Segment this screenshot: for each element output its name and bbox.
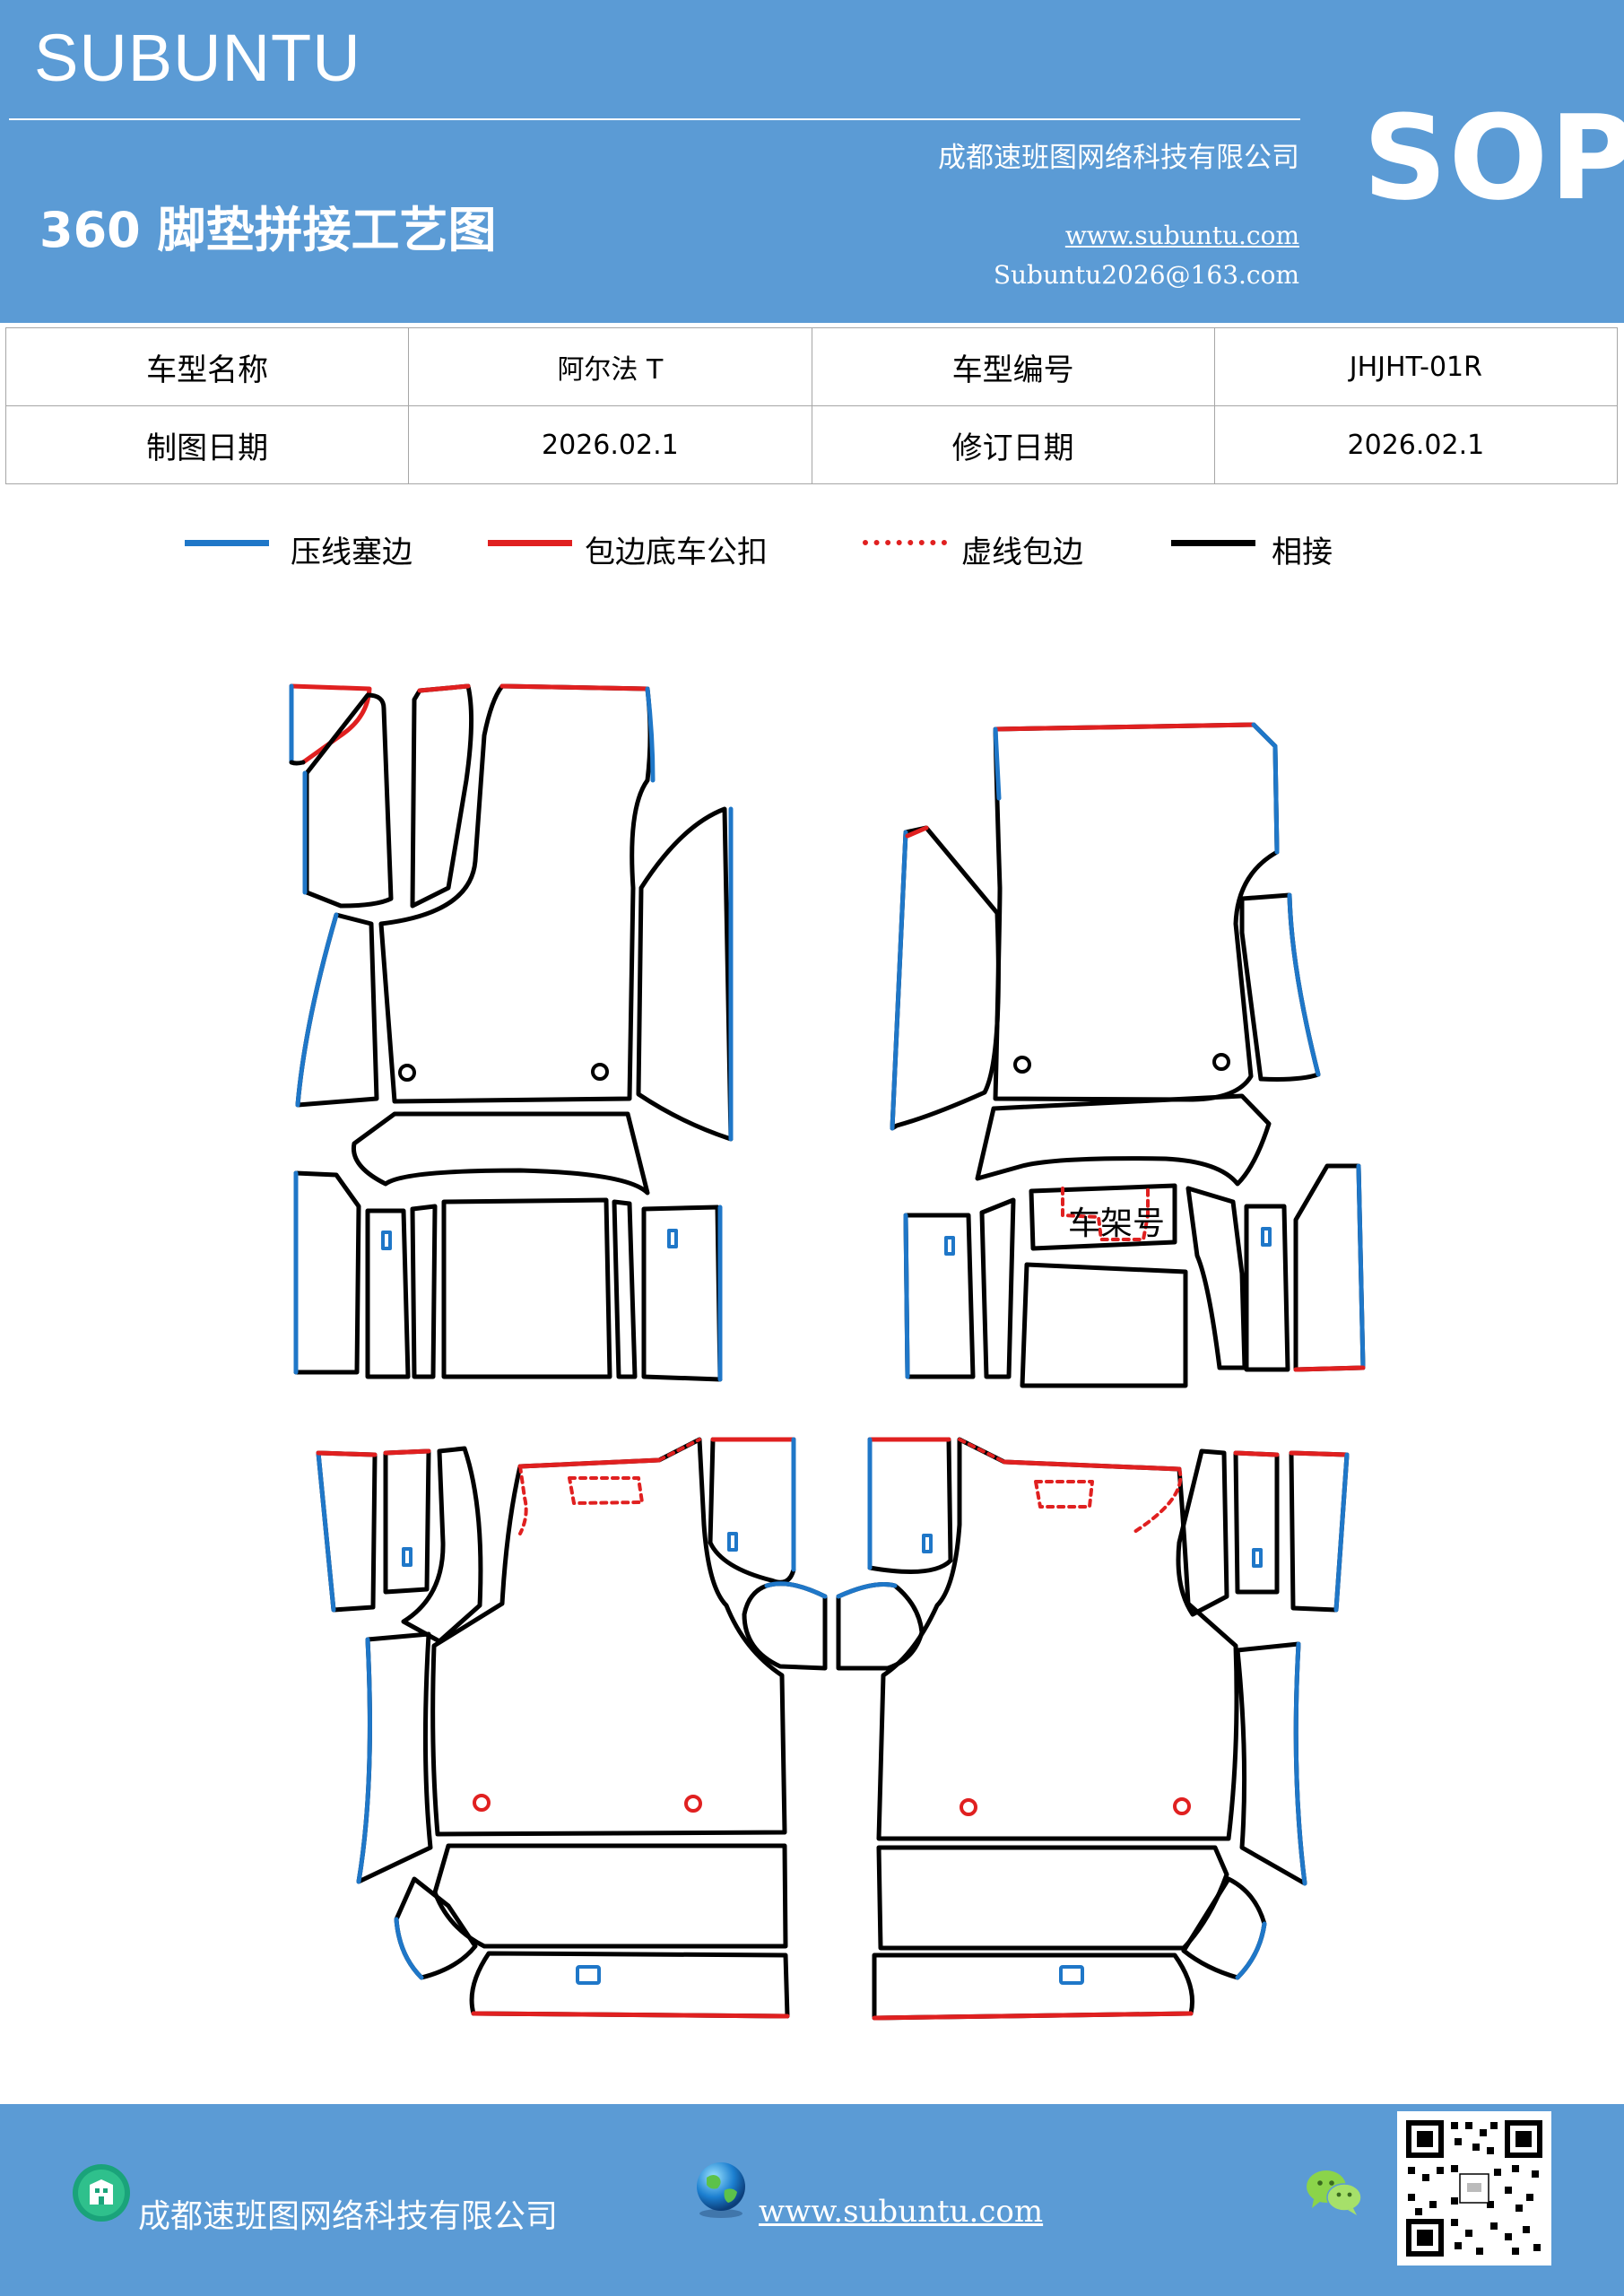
footer-banner: 成都速班图网络科技有限公司 www.subuntu.com xyxy=(0,2104,1624,2296)
footer-company-name: 成都速班图网络科技有限公司 xyxy=(138,2198,559,2235)
legend-label: 压线塞边 xyxy=(291,535,413,570)
table-cell-value: 2026.02.1 xyxy=(408,405,812,484)
table-row: 制图日期 2026.02.1 修订日期 2026.02.1 xyxy=(4,405,1619,484)
table-cell-value: JHJHT-01R xyxy=(1213,327,1619,406)
floor-mat-diagram: 车架号 xyxy=(289,683,1366,2021)
front-left-mat-group xyxy=(289,683,734,1382)
legend-label: 虚线包边 xyxy=(961,535,1083,570)
legend-swatch-black-solid xyxy=(1171,540,1255,546)
legend-swatch-red-solid xyxy=(488,540,572,546)
table-cell-label: 车型编号 xyxy=(811,327,1215,406)
line-legend: 压线塞边 包边底车公扣 虚线包边 相接 xyxy=(0,520,1624,574)
table-cell-value: 2026.02.1 xyxy=(1213,405,1619,484)
footer-website-link[interactable]: www.subuntu.com xyxy=(759,2194,1044,2230)
table-row: 车型名称 阿尔法 T 车型编号 JHJHT-01R xyxy=(4,327,1619,406)
website-link[interactable]: www.subuntu.com xyxy=(1064,221,1299,250)
vin-label: 车架号 xyxy=(1068,1205,1165,1242)
brand-logo-text: SUBUNTU xyxy=(34,21,361,95)
rear-right-mat-group xyxy=(836,1437,1350,2021)
header-divider xyxy=(9,118,1300,120)
globe-icon xyxy=(697,2162,745,2218)
vehicle-info-table: 车型名称 阿尔法 T 车型编号 JHJHT-01R 制图日期 2026.02.1… xyxy=(4,327,1619,484)
legend-label: 相接 xyxy=(1272,535,1333,570)
table-cell-label: 修订日期 xyxy=(811,405,1215,484)
table-cell-value: 阿尔法 T xyxy=(408,327,812,406)
qr-code-icon[interactable] xyxy=(1397,2111,1551,2266)
legend-label: 包边底车公扣 xyxy=(585,535,768,570)
header-banner: SUBUNTU 成都速班图网络科技有限公司 360 脚垫拼接工艺图 www.su… xyxy=(0,0,1624,323)
legend-swatch-blue-solid xyxy=(185,540,269,546)
email-text: Subuntu2026@163.com xyxy=(993,260,1299,290)
table-cell-label: 车型名称 xyxy=(4,327,410,406)
page-title: 360 脚垫拼接工艺图 xyxy=(39,202,497,258)
legend-swatch-red-dotted xyxy=(863,540,947,545)
rear-left-mat-group xyxy=(316,1437,828,2019)
building-icon xyxy=(73,2164,130,2222)
sop-badge: SOP xyxy=(1363,90,1624,226)
table-cell-label: 制图日期 xyxy=(4,405,410,484)
front-right-mat-group xyxy=(890,722,1366,1388)
wechat-icon[interactable] xyxy=(1303,2165,1364,2219)
company-name: 成都速班图网络科技有限公司 xyxy=(938,142,1299,174)
